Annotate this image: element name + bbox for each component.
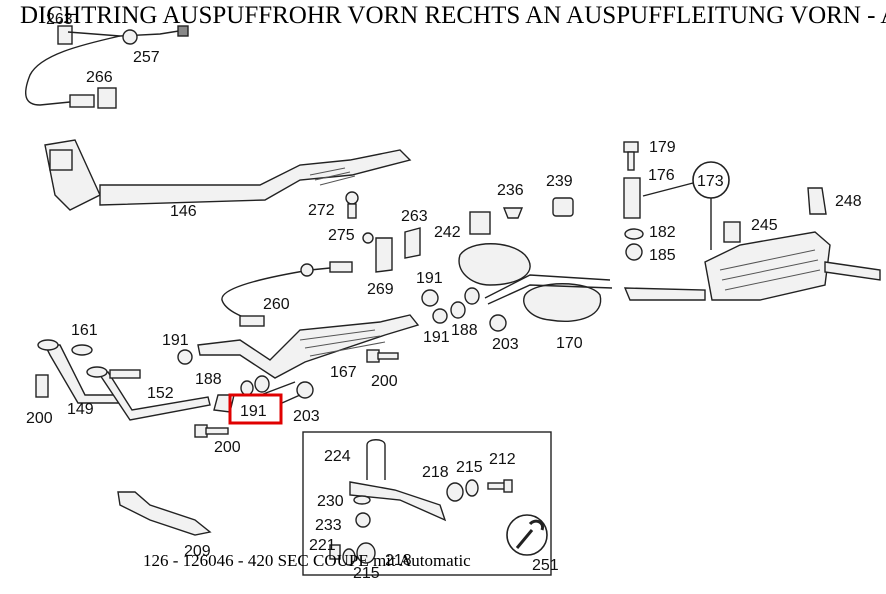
callout-191-front[interactable]: 191 — [162, 332, 189, 349]
rubber-ring-218-lower[interactable] — [356, 542, 376, 564]
callout-215-kit-lower[interactable]: 215 — [353, 565, 380, 582]
callout-146[interactable]: 146 — [170, 203, 197, 220]
callout-170[interactable]: 170 — [556, 335, 583, 352]
bolt-221[interactable] — [329, 544, 341, 560]
rear-silencer-170[interactable] — [458, 243, 613, 322]
callout-182[interactable]: 182 — [649, 224, 676, 241]
bracket-269[interactable] — [375, 237, 393, 273]
hanger-bolt-272[interactable] — [345, 191, 359, 219]
rubber-mount-245[interactable] — [723, 221, 741, 243]
callout-203-rear[interactable]: 203 — [492, 336, 519, 353]
bolt-200-right[interactable] — [366, 349, 399, 363]
callout-239[interactable]: 239 — [546, 173, 573, 190]
screw-212[interactable] — [487, 479, 513, 493]
callout-257[interactable]: 257 — [133, 49, 160, 66]
callout-218-kit-lower[interactable]: 218 — [385, 552, 412, 569]
callout-215-kit[interactable]: 215 — [456, 459, 483, 476]
nut-185[interactable] — [625, 243, 643, 261]
callout-221[interactable]: 221 — [309, 537, 336, 554]
front-exhaust-pipes[interactable] — [37, 339, 211, 421]
callout-248[interactable]: 248 — [835, 193, 862, 210]
selected-part-highlight[interactable] — [228, 393, 283, 425]
callout-labels: 263 257 266 146 272 263 275 242 236 239 … — [26, 11, 862, 582]
callout-263[interactable]: 263 — [401, 208, 428, 225]
mount-248[interactable] — [807, 187, 827, 215]
callout-218-kit[interactable]: 218 — [422, 464, 449, 481]
callout-191-rear[interactable]: 191 — [423, 329, 450, 346]
u-bolt-224[interactable] — [366, 439, 386, 480]
callout-188-front[interactable]: 188 — [195, 371, 222, 388]
callout-173[interactable]: 173 — [697, 173, 724, 190]
wrench-icon[interactable] — [506, 514, 548, 556]
callout-242[interactable]: 242 — [434, 224, 461, 241]
bracket-263[interactable] — [404, 227, 421, 259]
middle-silencer-167[interactable] — [197, 314, 420, 379]
vehicle-caption: 126 - 126046 - 420 SEC COUPE mit Automat… — [143, 551, 471, 570]
page-title: DICHTRING AUSPUFFROHR VORN RECHTS AN AUS… — [20, 2, 886, 29]
hanger-176[interactable] — [623, 177, 641, 219]
washer-230[interactable] — [353, 495, 371, 505]
nut-233[interactable] — [355, 512, 371, 528]
callout-185[interactable]: 185 — [649, 247, 676, 264]
callout-200-left[interactable]: 200 — [26, 410, 53, 427]
callout-176[interactable]: 176 — [648, 167, 675, 184]
callout-188-rear[interactable]: 188 — [451, 322, 478, 339]
bolt-200-lower[interactable] — [194, 424, 229, 438]
callout-272[interactable]: 272 — [308, 202, 335, 219]
rubber-ring-218[interactable] — [446, 482, 464, 502]
bolt-200-left[interactable] — [35, 374, 49, 398]
callout-236[interactable]: 236 — [497, 182, 524, 199]
clamp-ring-191[interactable] — [177, 349, 193, 365]
oxygen-sensor-cable-lower[interactable] — [221, 232, 374, 327]
callout-224[interactable]: 224 — [324, 448, 351, 465]
callout-275[interactable]: 275 — [328, 227, 355, 244]
callout-266[interactable]: 266 — [86, 69, 113, 86]
callout-203-front[interactable]: 203 — [293, 408, 320, 425]
callout-191-rear-top[interactable]: 191 — [416, 270, 443, 287]
callout-233[interactable]: 233 — [315, 517, 342, 534]
rubber-mount-242[interactable] — [469, 211, 491, 235]
clamp-ring-191-rear[interactable] — [421, 289, 448, 324]
callout-152[interactable]: 152 — [147, 385, 174, 402]
callout-149[interactable]: 149 — [67, 401, 94, 418]
callout-167[interactable]: 167 — [330, 364, 357, 381]
bracket-209[interactable] — [117, 491, 212, 536]
callout-212[interactable]: 212 — [489, 451, 516, 468]
callout-260[interactable]: 260 — [263, 296, 290, 313]
spacer-215[interactable] — [465, 479, 479, 497]
callout-191-selected[interactable]: 191 — [240, 403, 267, 420]
bolt-179[interactable] — [623, 141, 639, 171]
callout-269[interactable]: 269 — [367, 281, 394, 298]
callout-245[interactable]: 245 — [751, 217, 778, 234]
callout-200-right[interactable]: 200 — [371, 373, 398, 390]
clamp-ring-188-rear[interactable] — [450, 287, 480, 319]
nut-203-rear[interactable] — [489, 314, 507, 332]
callout-230[interactable]: 230 — [317, 493, 344, 510]
callout-161[interactable]: 161 — [71, 322, 98, 339]
clamp-bracket-218[interactable] — [349, 481, 447, 522]
nut-203[interactable] — [296, 381, 314, 399]
clamp-ring-188[interactable] — [240, 375, 270, 396]
callout-179[interactable]: 179 — [649, 139, 676, 156]
oxygen-sensor-cable-upper[interactable] — [24, 25, 189, 109]
rubber-mount-239[interactable] — [552, 197, 574, 217]
rear-muffler-173[interactable] — [623, 231, 881, 301]
callout-251[interactable]: 251 — [532, 557, 559, 574]
callout-200-lower[interactable]: 200 — [214, 439, 241, 456]
catalytic-converter-assembly[interactable] — [44, 139, 412, 211]
callout-209[interactable]: 209 — [184, 543, 211, 560]
rubber-mount-236[interactable] — [502, 207, 524, 219]
repair-kit-box — [302, 431, 552, 576]
washer-182[interactable] — [624, 228, 644, 240]
callout-263-top[interactable]: 263 — [46, 11, 73, 28]
spacer-215-lower[interactable] — [342, 548, 356, 566]
